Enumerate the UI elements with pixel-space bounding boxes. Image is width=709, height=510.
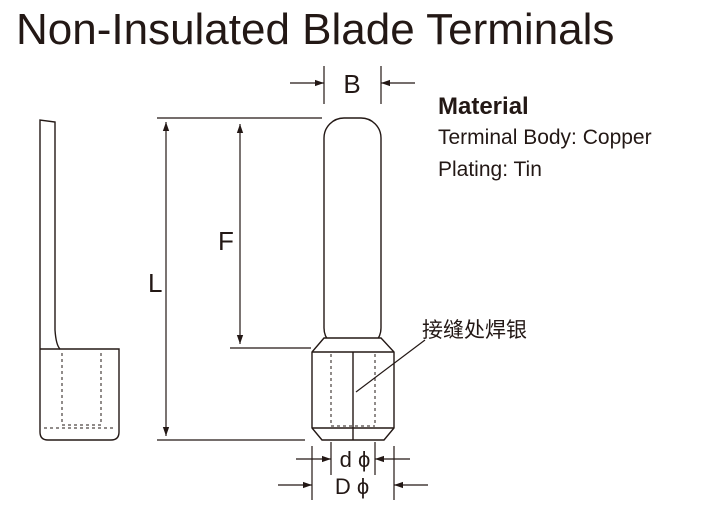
side-view-blade: [39, 119, 120, 441]
front-view-hidden-bore: [330, 354, 376, 427]
material-plating: Plating: Tin: [438, 158, 542, 181]
dimension-b-label: B: [343, 69, 360, 99]
dimension-l-label: L: [148, 268, 162, 298]
side-view: [39, 119, 120, 441]
dimension-d-outer: [278, 446, 428, 500]
dimension-f: [230, 124, 311, 349]
dimension-d-inner-label: d ϕ: [340, 447, 371, 472]
front-view-blade: [323, 117, 382, 349]
dimension-d-outer-label: D ϕ: [335, 474, 369, 499]
material-terminal-body: Terminal Body: Copper: [438, 126, 652, 149]
material-specs: Material Terminal Body: Copper Plating: …: [438, 92, 706, 186]
dimension-f-label: F: [218, 226, 234, 256]
seam-annotation: 接缝处焊银: [422, 318, 527, 342]
front-view: [311, 117, 395, 441]
dimension-b: [290, 66, 415, 104]
side-view-hidden-bore: [44, 353, 116, 429]
dimension-l: [157, 117, 322, 441]
dimension-d: [296, 442, 410, 475]
page-title: Non-Insulated Blade Terminals: [16, 5, 615, 54]
material-heading: Material: [438, 93, 529, 120]
annotation-leader: [355, 339, 426, 393]
